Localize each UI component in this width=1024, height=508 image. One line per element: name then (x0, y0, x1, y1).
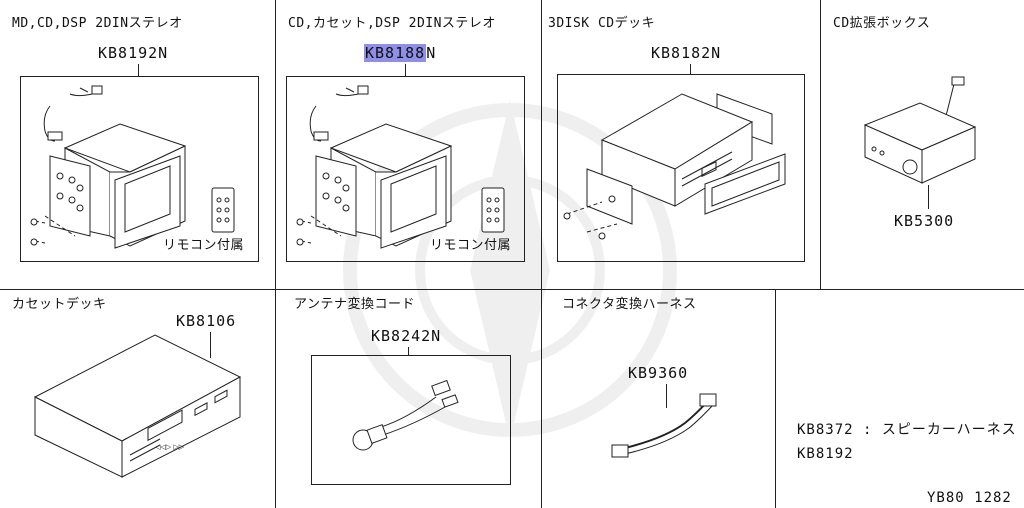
panel-6-title: アンテナ変換コード (294, 297, 415, 312)
divider-v6 (775, 289, 776, 508)
panel-6-part-number[interactable]: KB8242N (371, 327, 442, 345)
panel-5-part-number[interactable]: KB8106 (176, 312, 237, 330)
panel-4-leader (928, 185, 929, 209)
panel-3-frame (557, 74, 805, 262)
cd-expansion-box-illustration (860, 75, 980, 190)
divider-v2 (541, 0, 542, 290)
panel-2-part-suffix: N (426, 44, 437, 62)
panel-3-leader (690, 64, 691, 74)
divider-v4 (275, 289, 276, 508)
panel-1-remote-note: リモコン付属 (163, 238, 245, 253)
panel-2-leader (405, 64, 406, 76)
panel-2-frame (286, 76, 525, 262)
panel-6-frame (311, 355, 511, 485)
side-note-kb8192: KB8192 (797, 446, 854, 462)
panel-2-remote-note: リモコン付属 (430, 238, 512, 253)
divider-v1 (275, 0, 276, 290)
divider-h (0, 289, 1024, 290)
panel-2-part-highlight: KB8188 (364, 44, 427, 62)
divider-v5 (541, 289, 542, 508)
side-note-speaker-harness: KB8372 : スピーカーハーネス (797, 422, 1017, 438)
panel-7-leader (666, 384, 667, 408)
panel-4-title: CD拡張ボックス (833, 16, 931, 31)
stereo-unit-illustration (20, 76, 259, 262)
antenna-cord-illustration (311, 355, 511, 485)
panel-1-leader (138, 64, 139, 76)
figure-id: YB80 1282 (927, 490, 1012, 506)
panel-6-leader (408, 347, 409, 355)
panel-5-leader (210, 332, 211, 358)
svg-text:◁◁▷ ▷▷: ◁◁▷ ▷▷ (155, 443, 185, 451)
panel-1-part-number[interactable]: KB8192N (98, 44, 169, 62)
panel-1-title: MD,CD,DSP 2DINステレオ (12, 16, 183, 31)
cd-cassette-stereo-illustration (286, 76, 525, 262)
panel-5-title: カセットデッキ (12, 297, 107, 312)
panel-1-frame (20, 76, 259, 262)
divider-v3 (820, 0, 821, 290)
panel-7-part-number[interactable]: KB9360 (628, 364, 689, 382)
panel-2-title: CD,カセット,DSP 2DINステレオ (288, 16, 496, 31)
cd-deck-illustration (557, 74, 805, 262)
cassette-deck-illustration: ◁◁▷ ▷▷ (30, 325, 250, 485)
panel-7-title: コネクタ変換ハーネス (562, 297, 697, 312)
connector-harness-illustration (600, 390, 730, 465)
panel-3-title: 3DISK CDデッキ (548, 16, 656, 31)
panel-3-part-number[interactable]: KB8182N (651, 44, 722, 62)
panel-4-part-number[interactable]: KB5300 (894, 212, 955, 230)
panel-2-part-number[interactable]: KB8188N (364, 44, 437, 62)
